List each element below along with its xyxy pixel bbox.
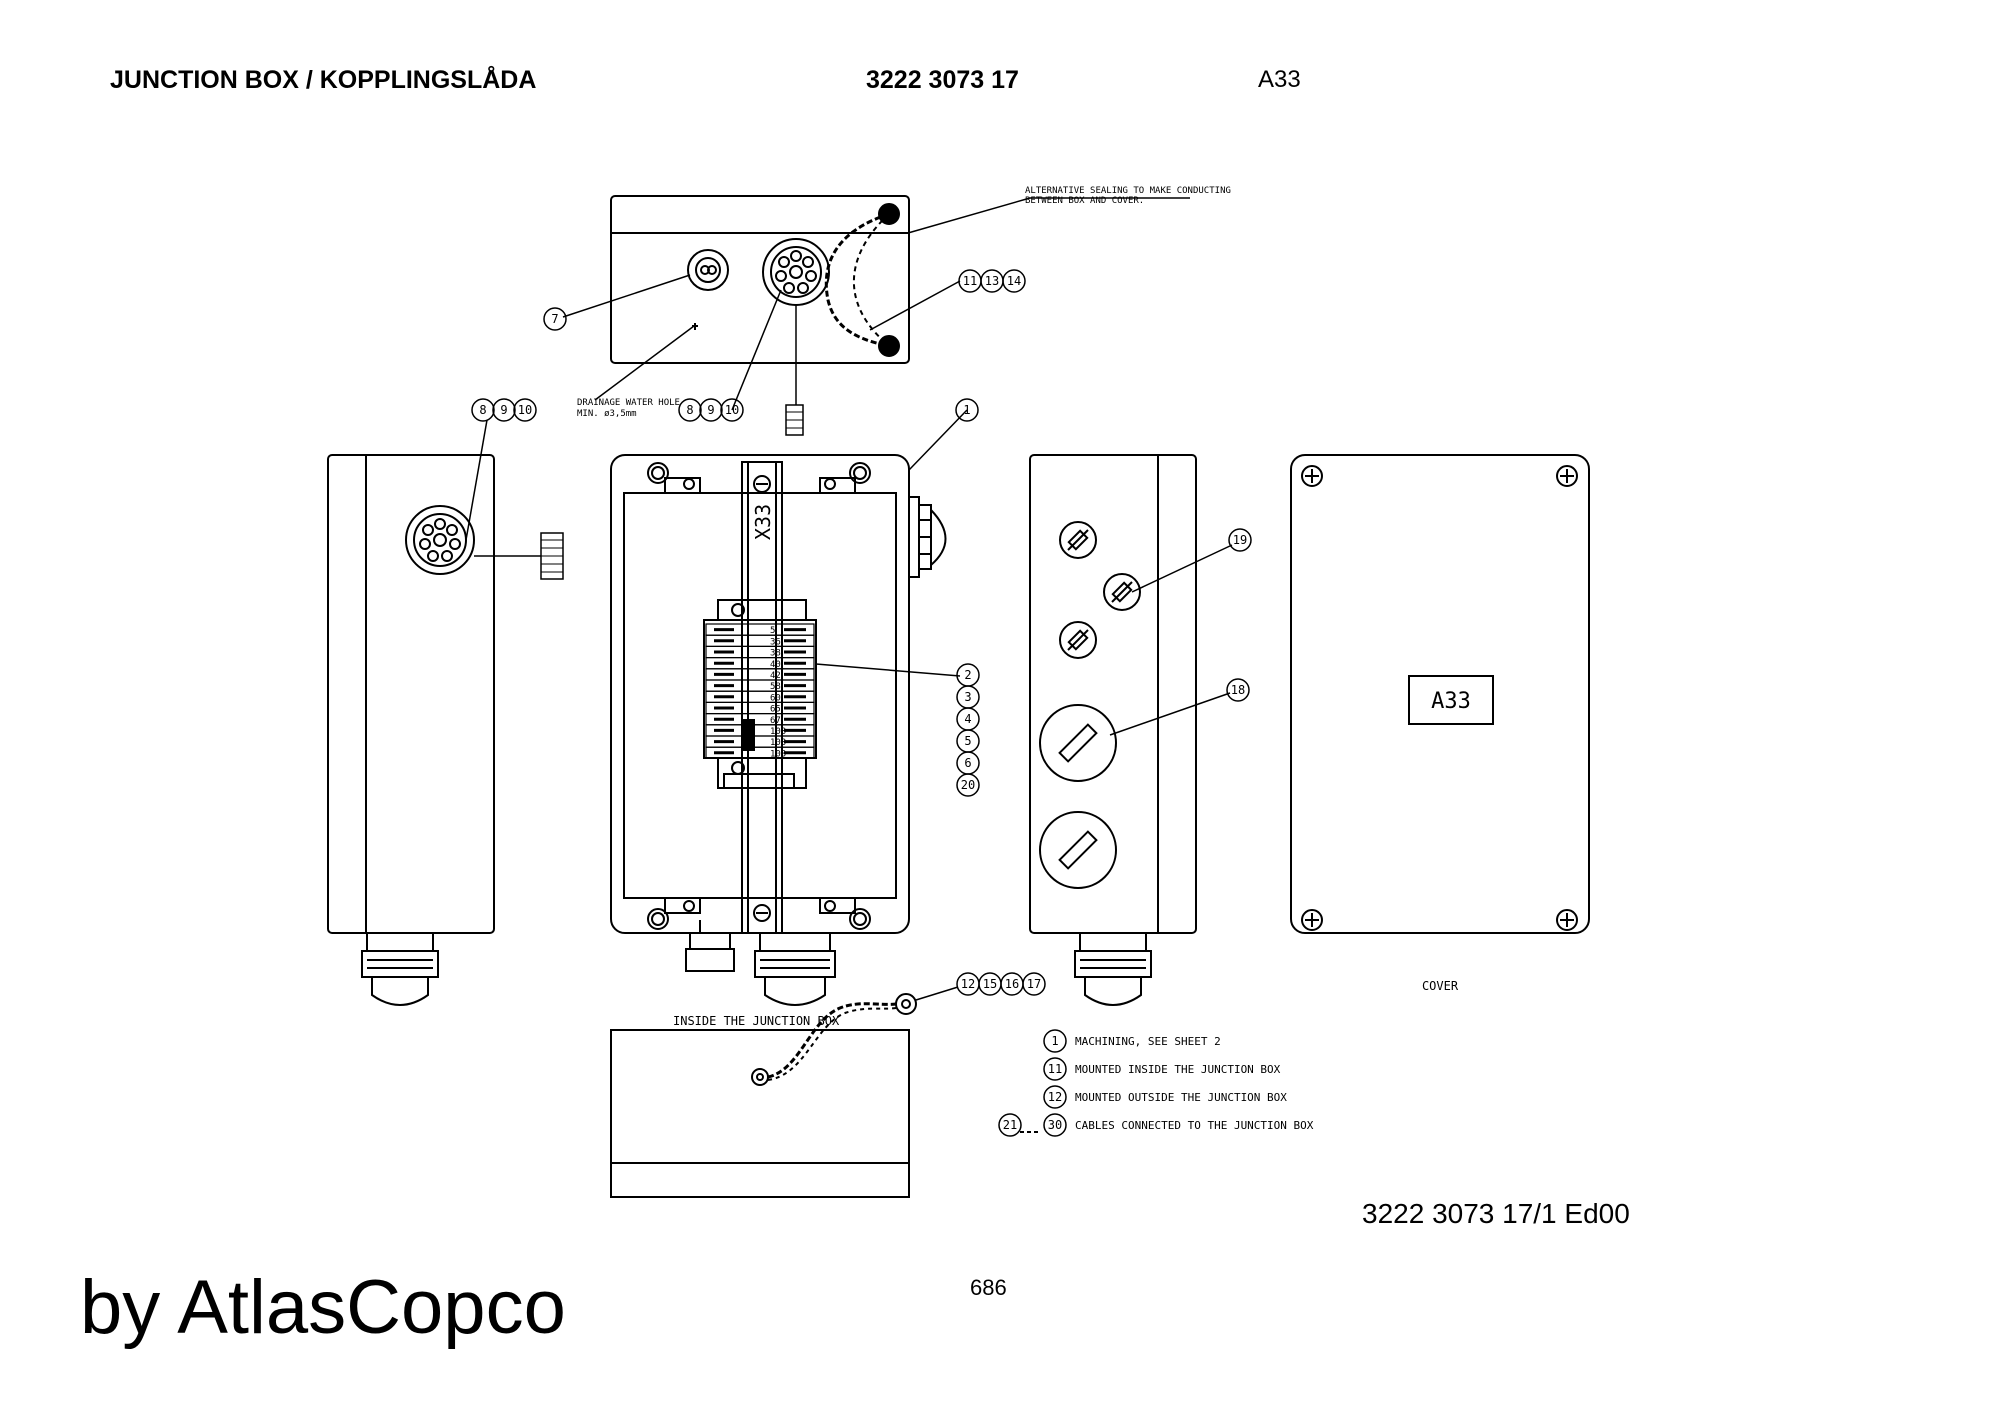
svg-text:21: 21 — [1003, 1118, 1017, 1132]
svg-text:10: 10 — [725, 403, 739, 417]
svg-text:7: 7 — [551, 312, 558, 326]
top-view — [610, 195, 910, 436]
terminal-number: 58 — [770, 682, 781, 692]
svg-text:4: 4 — [964, 712, 971, 726]
terminal-number: 100 — [770, 749, 786, 759]
svg-text:1: 1 — [1051, 1034, 1058, 1048]
svg-text:15: 15 — [983, 977, 997, 991]
terminal-number: 65 — [770, 705, 781, 715]
cover-label: A33 — [1431, 689, 1471, 714]
terminal-number: 100 — [770, 738, 786, 748]
svg-text:5: 5 — [964, 734, 971, 748]
left-side-view — [327, 454, 564, 1006]
svg-text:14: 14 — [1007, 274, 1021, 288]
page-number: 686 — [970, 1275, 1007, 1300]
svg-text:MOUNTED OUTSIDE THE JUNCTION B: MOUNTED OUTSIDE THE JUNCTION BOX — [1075, 1091, 1287, 1104]
terminal-number: 100 — [770, 727, 786, 737]
terminal-number: 5 — [770, 626, 775, 636]
svg-text:11: 11 — [1048, 1062, 1062, 1076]
brand-text: by AtlasCopco — [80, 1265, 566, 1350]
svg-text:3: 3 — [964, 690, 971, 704]
svg-text:6: 6 — [964, 756, 971, 770]
sealing-note: ALTERNATIVE SEALING TO MAKE CONDUCTING B… — [1025, 186, 1231, 206]
drawing-number: 3222 3073 17/1 Ed00 — [1362, 1198, 1630, 1229]
svg-text:1: 1 — [963, 403, 970, 417]
svg-text:MOUNTED INSIDE THE JUNCTION BO: MOUNTED INSIDE THE JUNCTION BOX — [1075, 1063, 1281, 1076]
svg-text:8: 8 — [479, 403, 486, 417]
svg-text:9: 9 — [500, 403, 507, 417]
terminal-number: 40 — [770, 660, 781, 670]
svg-text:CABLES CONNECTED TO THE JUNCTI: CABLES CONNECTED TO THE JUNCTION BOX — [1075, 1119, 1314, 1132]
svg-text:8: 8 — [686, 403, 693, 417]
svg-text:17: 17 — [1027, 977, 1041, 991]
terminal-number: 60 — [770, 693, 781, 703]
svg-text:30: 30 — [1048, 1118, 1062, 1132]
inside-caption: INSIDE THE JUNCTION BOX — [673, 1014, 840, 1028]
terminal-label: X33 — [751, 504, 775, 540]
terminal-number: 42 — [770, 671, 781, 681]
cover-caption: COVER — [1422, 979, 1459, 993]
drainage-note: DRAINAGE WATER HOLE MIN. ø3,5mm — [577, 398, 680, 419]
terminal-number: 67 — [770, 716, 781, 726]
callout-circles — [471, 269, 1252, 1137]
svg-text:18: 18 — [1231, 683, 1245, 697]
front-view — [610, 454, 947, 1006]
svg-text:19: 19 — [1233, 533, 1247, 547]
legend: MACHINING, SEE SHEET 2 MOUNTED INSIDE TH… — [1075, 1035, 1314, 1132]
svg-text:BETWEEN BOX AND COVER.: BETWEEN BOX AND COVER. — [1025, 196, 1144, 206]
svg-text:12: 12 — [1048, 1090, 1062, 1104]
part-number: 3222 3073 17 — [866, 66, 1019, 94]
svg-text:20: 20 — [961, 778, 975, 792]
page-title: JUNCTION BOX / KOPPLINGSLÅDA — [110, 66, 537, 94]
right-side-view — [1029, 454, 1197, 1006]
svg-text:MACHINING, SEE SHEET 2: MACHINING, SEE SHEET 2 — [1075, 1035, 1221, 1048]
svg-text:11: 11 — [963, 274, 977, 288]
svg-text:MIN. ø3,5mm: MIN. ø3,5mm — [577, 409, 637, 419]
svg-text:9: 9 — [707, 403, 714, 417]
svg-text:16: 16 — [1005, 977, 1019, 991]
component-code: A33 — [1258, 66, 1301, 93]
svg-text:DRAINAGE WATER HOLE: DRAINAGE WATER HOLE — [577, 398, 680, 408]
svg-text:2: 2 — [964, 668, 971, 682]
svg-text:13: 13 — [985, 274, 999, 288]
svg-text:12: 12 — [961, 977, 975, 991]
terminal-number: 38 — [770, 649, 781, 659]
svg-text:10: 10 — [518, 403, 532, 417]
terminal-number: 36 — [770, 637, 781, 647]
callout-numbers: 7 11 13 14 8 9 10 8 9 10 1 2 3 4 5 6 20 … — [479, 274, 1247, 1132]
inside-view — [610, 993, 917, 1198]
svg-text:ALTERNATIVE SEALING TO MAKE CO: ALTERNATIVE SEALING TO MAKE CONDUCTING — [1025, 186, 1231, 196]
cover-view — [1290, 454, 1590, 934]
